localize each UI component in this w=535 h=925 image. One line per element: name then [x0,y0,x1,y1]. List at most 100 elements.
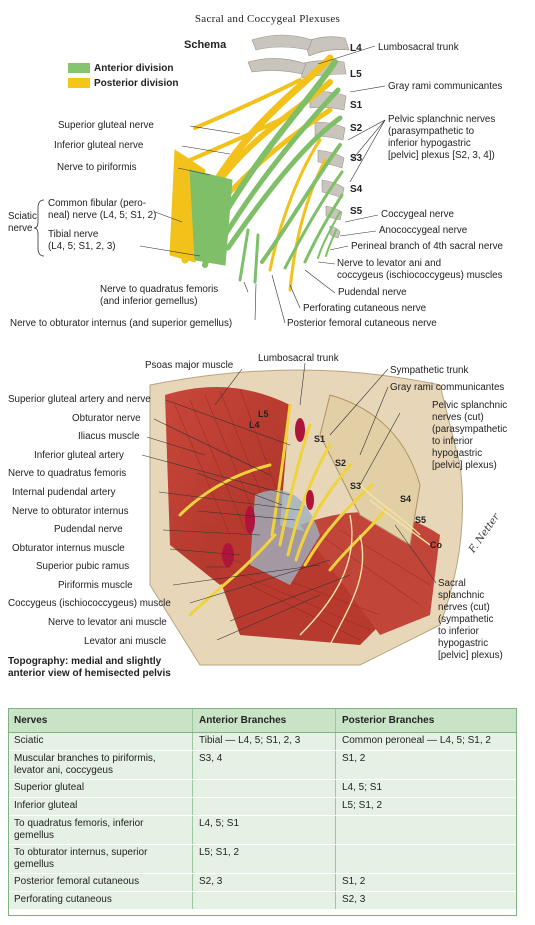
topography-caption: Topography: medial and slightly anterior… [8,656,171,680]
label-sciatic-0: Sciatic [8,211,37,222]
label-pelvic-splanchnic-1: (parasympathetic to [388,126,475,137]
topo-label-0: Psoas major muscle [145,360,234,371]
cell-posterior: S2, 3 [335,891,517,910]
cell-anterior: L5; S1, 2 [192,844,336,874]
table-row: Inferior gluteal L5; S1, 2 [8,797,517,816]
label-quadratus-1: (and inferior gemellus) [100,296,198,307]
topo-sacral-splanchnic-3: (sympathetic [438,614,494,625]
topo-level-s3: S3 [350,481,362,491]
table-row: Muscular branches to piriformis, levator… [8,750,517,780]
schema-level-s5: S5 [350,206,363,217]
table-row: Perforating cutaneous S2, 3 [8,891,517,910]
topo-label-2: Obturator nerve [72,413,141,424]
cell-posterior [335,815,517,845]
table-header-row: Nerves Anterior Branches Posterior Branc… [8,708,517,733]
label-tibial-0: Tibial nerve [48,229,99,240]
label-pelvic-splanchnic-2: inferior hypogastric [388,138,471,149]
topo-level-co: Co [430,540,442,550]
table-border [8,708,517,916]
cell-posterior: S1, 2 [335,750,517,780]
legend-label-anterior: Anterior division [94,63,174,74]
label-obturator-internus: Nerve to obturator internus (and superio… [10,318,233,329]
label-common-fibular-0: Common fibular (pero- [48,198,147,209]
topo-label-10: Superior pubic ramus [36,561,130,572]
schema-level-l5: L5 [350,69,362,80]
label-anococcygeal-nerve: Anococcygeal nerve [379,225,468,236]
cell-anterior: S3, 4 [192,750,336,780]
topo-sacral-splanchnic-5: hypogastric [438,638,489,649]
page-title: Sacral and Coccygeal Plexuses [194,13,341,25]
cell-anterior [192,797,336,816]
header-anterior: Anterior Branches [192,708,336,733]
topo-label-12: Coccygeus (ischiococcygeus) muscle [8,598,171,609]
label-coccygeal-nerve: Coccygeal nerve [381,209,454,220]
topo-label-14: Levator ani muscle [84,636,167,647]
header-nerves: Nerves [8,708,193,733]
cell-posterior [335,844,517,874]
legend-label-posterior: Posterior division [94,78,179,89]
topo-sacral-splanchnic-4: to inferior [438,626,479,637]
caption-line-1: Topography: medial and slightly [8,656,162,667]
topo-label-gray-rami: Gray rami communicantes [390,382,505,393]
label-sciatic-1: nerve [8,223,33,234]
schema-heading: Schema [184,39,227,51]
label-perforating-cutaneous: Perforating cutaneous nerve [303,303,427,314]
topo-label-5: Nerve to quadratus femoris [8,468,127,479]
cell-posterior: L4, 5; S1 [335,779,517,798]
topo-label-9: Obturator internus muscle [12,543,125,554]
cell-nerve: Perforating cutaneous [8,891,193,910]
topo-level-l5: L5 [258,409,269,419]
legend-swatch-posterior [68,78,90,88]
topo-pelvic-splanchnic-3: to inferior [432,436,473,447]
cell-anterior: L4, 5; S1 [192,815,336,845]
topo-label-sympathetic: Sympathetic trunk [390,365,469,376]
topo-label-13: Nerve to levator ani muscle [48,617,167,628]
legend-swatch-anterior [68,63,90,73]
table-row: To quadratus femoris, inferior gemellus … [8,815,517,845]
table-row: To obturator internus, superior gemellus… [8,844,517,874]
cell-nerve: To quadratus femoris, inferior gemellus [8,815,193,845]
topo-sacral-splanchnic-2: nerves (cut) [438,602,490,613]
topo-level-s2: S2 [335,458,347,468]
label-quadratus-0: Nerve to quadratus femoris [100,284,219,295]
schema-diagram [33,34,386,324]
caption-line-2: anterior view of hemisected pelvis [8,668,171,679]
label-superior-gluteal: Superior gluteal nerve [58,120,154,131]
topo-label-4: Inferior gluteal artery [34,450,124,461]
cell-anterior [192,779,336,798]
label-levator-ani-1: coccygeus (ischiococcygeus) muscles [337,270,503,281]
label-pelvic-splanchnic-3: [pelvic] plexus [S2, 3, 4]) [388,150,495,161]
label-common-fibular-1: neal) nerve (L4, 5; S1, 2) [48,210,157,221]
table-row: Sciatic Tibial — L4, 5; S1, 2, 3 Common … [8,732,517,751]
topo-label-11: Piriformis muscle [58,580,133,591]
topo-pelvic-splanchnic-1: nerves (cut) [432,412,484,423]
topo-sacral-splanchnic-0: Sacral [438,578,466,589]
label-inferior-gluteal: Inferior gluteal nerve [54,140,144,151]
cell-nerve: To obturator internus, superior gemellus [8,844,193,874]
cell-posterior: S1, 2 [335,873,517,892]
topography-illustration [141,362,463,666]
label-lumbosacral-trunk: Lumbosacral trunk [378,42,459,53]
label-posterior-femoral: Posterior femoral cutaneous nerve [287,318,437,329]
cell-posterior: Common peroneal — L4, 5; S1, 2 [335,732,517,751]
cell-nerve: Sciatic [8,732,193,751]
cell-posterior: L5; S1, 2 [335,797,517,816]
schema-level-s1: S1 [350,100,363,111]
topo-pelvic-splanchnic-5: [pelvic] plexus) [432,460,497,471]
topo-level-l4: L4 [249,420,260,430]
label-pelvic-splanchnic-0: Pelvic splanchnic nerves [388,114,496,125]
table-row: Posterior femoral cutaneous S2, 3 S1, 2 [8,873,517,892]
topo-level-s5: S5 [415,515,427,525]
cell-nerve: Superior gluteal [8,779,193,798]
cell-nerve: Inferior gluteal [8,797,193,816]
label-nerve-piriformis: Nerve to piriformis [57,162,137,173]
cell-nerve: Muscular branches to piriformis, levator… [8,750,193,780]
nerves-table: Nerves Anterior Branches Posterior Branc… [8,708,517,910]
topo-pelvic-splanchnic-4: hypogastric [432,448,483,459]
header-posterior: Posterior Branches [335,708,517,733]
topo-pelvic-splanchnic-0: Pelvic splanchnic [432,400,508,411]
label-gray-rami: Gray rami communicantes [388,81,503,92]
topo-sacral-splanchnic-1: splanchnic [438,590,485,601]
label-levator-ani-0: Nerve to levator ani and [337,258,442,269]
topo-label-lumbosacral: Lumbosacral trunk [258,353,339,364]
